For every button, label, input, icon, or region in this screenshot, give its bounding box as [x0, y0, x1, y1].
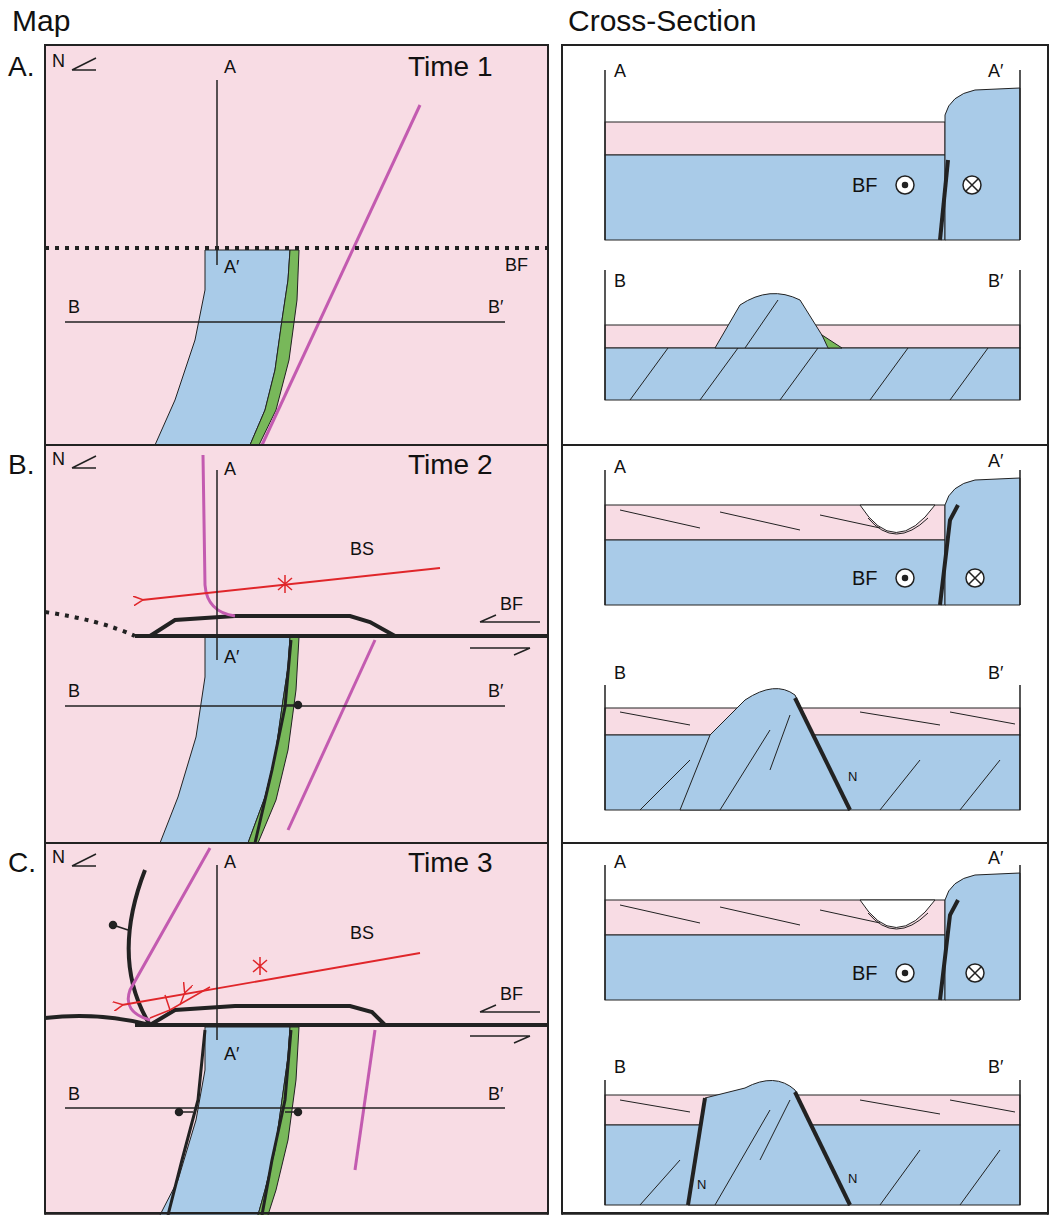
section-line-end: B′ [988, 1058, 1003, 1078]
section-line-end: A [224, 58, 236, 78]
section-line-end: B [68, 298, 80, 318]
section-line-end: A [224, 853, 236, 873]
section-line-end: B′ [488, 1085, 503, 1105]
fault-label: BF [505, 256, 528, 276]
syncline-label: BS [350, 924, 374, 944]
north-arrow-label: N [52, 52, 65, 72]
section-line-end: A′ [988, 62, 1003, 82]
section-line-end: B [68, 1085, 80, 1105]
fault-label: BF [852, 567, 878, 589]
time-label: Time 2 [408, 450, 493, 481]
panel-letter: C. [8, 848, 36, 879]
section-line-end: B′ [988, 664, 1003, 684]
fault-type-mark: N [697, 1178, 706, 1192]
time-label: Time 1 [408, 52, 493, 83]
section-line-end: B′ [488, 682, 503, 702]
section-line-end: B [614, 664, 626, 684]
section-line-end: A [614, 853, 626, 873]
section-line-end: A [614, 458, 626, 478]
panel-heading: Cross-Section [568, 4, 756, 37]
fault-label: BF [500, 595, 523, 615]
section-line-end: B [68, 682, 80, 702]
section-line-end: A′ [224, 258, 239, 278]
fault-label: BF [852, 962, 878, 984]
fault-label: BF [852, 174, 878, 196]
panel-letter: A. [8, 52, 34, 83]
syncline-label: BS [350, 540, 374, 560]
section-line-end: A′ [988, 452, 1003, 472]
section-line-end: A′ [988, 849, 1003, 869]
section-line-end: A′ [224, 648, 239, 668]
section-line-end: B [614, 272, 626, 292]
section-line-end: A [614, 62, 626, 82]
time-label: Time 3 [408, 848, 493, 879]
section-line-end: B′ [488, 298, 503, 318]
north-arrow-label: N [52, 450, 65, 470]
section-line-end: A′ [224, 1045, 239, 1065]
fault-label: BF [500, 985, 523, 1005]
fault-type-mark: N [848, 770, 857, 784]
section-line-end: A [224, 460, 236, 480]
panel-letter: B. [8, 450, 34, 481]
north-arrow-label: N [52, 848, 65, 868]
panel-heading: Map [12, 4, 70, 37]
section-line-end: B [614, 1058, 626, 1078]
fault-type-mark: N [848, 1172, 857, 1186]
section-line-end: B′ [988, 272, 1003, 292]
